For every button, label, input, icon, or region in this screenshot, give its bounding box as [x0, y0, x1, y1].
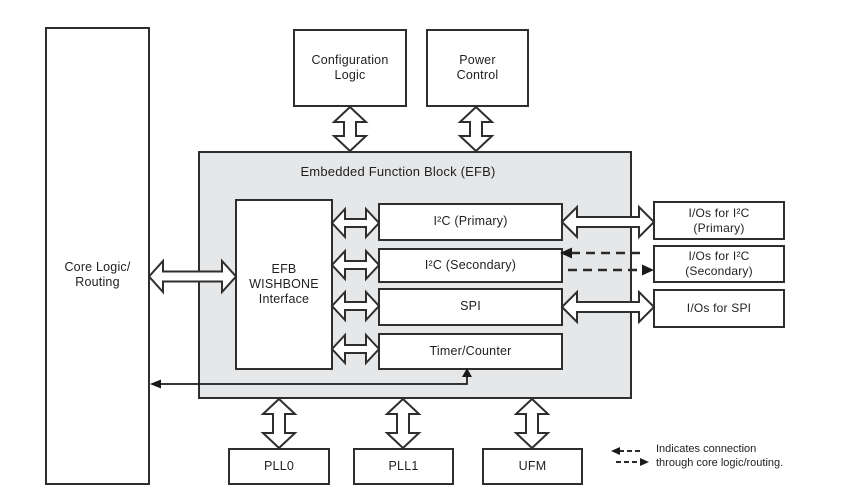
io-i2c-primary-label: I/Os for I²C (Primary) [688, 205, 750, 235]
io-i2c-secondary-block: I/Os for I²C (Secondary) [653, 245, 785, 283]
i2c-secondary-label: I²C (Secondary) [424, 257, 517, 272]
power-control-label: Power Control [456, 52, 499, 82]
timer-counter-block: Timer/Counter [378, 333, 563, 370]
legend-text: Indicates connection through core logic/… [656, 443, 784, 469]
io-spi-label: I/Os for SPI [686, 301, 752, 316]
power-control-block: Power Control [426, 29, 529, 107]
i2c-primary-block: I²C (Primary) [378, 203, 563, 241]
timer-counter-label: Timer/Counter [429, 343, 512, 358]
io-spi-block: I/Os for SPI [653, 289, 785, 328]
wishbone-interface-label: EFB WISHBONE Interface [249, 261, 319, 307]
wishbone-spi-arrow-icon [330, 289, 381, 323]
spi-label: SPI [460, 299, 481, 314]
spi-block: SPI [378, 288, 563, 326]
ufm-label: UFM [518, 458, 547, 473]
efb-pll1-arrow-icon [384, 397, 422, 450]
legend-dashed-arrow-icon [611, 447, 649, 466]
efb-title: Embedded Function Block (EFB) [300, 164, 496, 179]
i2c-primary-io-arrow-icon [560, 204, 656, 240]
wishbone-i2c-primary-arrow-icon [330, 206, 381, 240]
efb-ufm-arrow-icon [513, 397, 551, 450]
pll1-label: PLL1 [388, 458, 419, 473]
power-efb-arrow-icon [457, 105, 495, 153]
pll1-block: PLL1 [353, 448, 454, 485]
i2c-secondary-block: I²C (Secondary) [378, 248, 563, 283]
io-i2c-primary-block: I/Os for I²C (Primary) [653, 201, 785, 240]
io-i2c-secondary-label: I/Os for I²C (Secondary) [685, 249, 753, 278]
wishbone-timer-arrow-icon [330, 332, 381, 366]
efb-pll0-arrow-icon [260, 397, 298, 450]
wishbone-i2c-secondary-arrow-icon [330, 248, 381, 282]
pll0-label: PLL0 [264, 458, 294, 473]
configuration-logic-block: Configuration Logic [293, 29, 407, 107]
i2c-primary-label: I²C (Primary) [433, 214, 508, 229]
timer-corelogic-arrow [150, 368, 472, 389]
i2c-secondary-dashed-arrow-icon [560, 247, 654, 276]
ufm-block: UFM [482, 448, 583, 485]
spi-io-arrow-icon [560, 289, 656, 325]
configuration-logic-label: Configuration Logic [311, 52, 389, 82]
core-logic-block: Core Logic/ Routing [45, 27, 150, 485]
pll0-block: PLL0 [228, 448, 330, 485]
config-efb-arrow-icon [331, 105, 369, 153]
core-logic-label: Core Logic/ Routing [64, 260, 131, 290]
corelogic-wishbone-arrow-icon [147, 258, 238, 295]
wishbone-interface-block: EFB WISHBONE Interface [235, 199, 333, 370]
